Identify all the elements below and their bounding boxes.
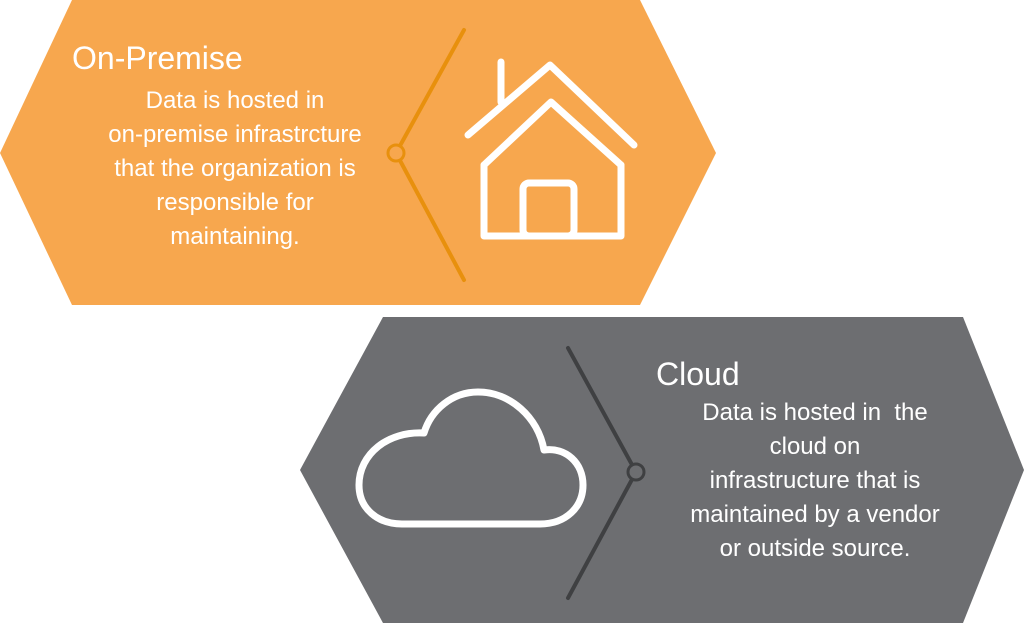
- on-premise-divider-node: [386, 143, 406, 163]
- on-premise-description-line: that the organization is: [114, 155, 356, 182]
- house-icon: [464, 58, 638, 240]
- on-premise-description-line: on-premise infrastrcture: [108, 121, 362, 148]
- on-premise-description-line: Data is hosted in: [145, 87, 325, 114]
- cloud-description-line: Data is hosted in the: [702, 399, 928, 426]
- cloud-title: Cloud: [656, 356, 740, 392]
- on-premise-description: Data is hosted in on-premise infrastrctu…: [60, 84, 410, 254]
- on-premise-description-line: maintaining.: [170, 223, 300, 250]
- cloud-description-line: or outside source.: [719, 535, 911, 562]
- cloud-description-line: infrastructure that is: [709, 467, 921, 494]
- cloud-description-line: cloud on: [769, 433, 861, 460]
- cloud-description: Data is hosted in the cloud on infrastru…: [655, 396, 975, 566]
- cloud-divider-node: [626, 462, 646, 482]
- on-premise-title: On-Premise: [72, 40, 243, 76]
- on-premise-description-line: responsible for: [156, 189, 314, 216]
- cloud-description-line: maintained by a vendor: [690, 501, 940, 528]
- cloud-icon: [355, 388, 587, 528]
